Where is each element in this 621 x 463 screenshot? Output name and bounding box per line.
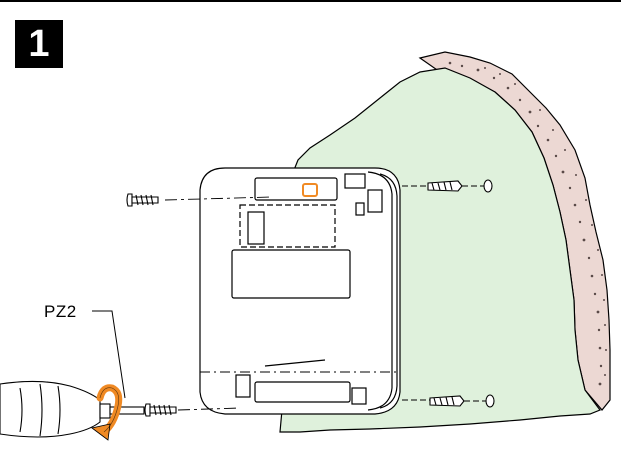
upper-screw [126, 193, 159, 207]
wall-texture [448, 61, 607, 386]
upper-wall-anchor [427, 179, 493, 193]
top-rule [0, 0, 621, 2]
screwdriver-icon [0, 380, 145, 438]
step-number: 1 [28, 22, 50, 65]
lower-screw-axis [177, 407, 241, 411]
lower-screw [144, 403, 177, 417]
device-housing [199, 167, 401, 415]
clockwise-rotation-arrow-icon [91, 384, 123, 441]
tool-label: PZ2 [44, 302, 77, 321]
upper-screw-axis [164, 196, 273, 201]
bracket-highlight [302, 183, 318, 197]
lower-wall-anchor [429, 394, 495, 408]
tool-label-leader [92, 310, 126, 399]
step-number-badge: 1 [15, 20, 63, 68]
